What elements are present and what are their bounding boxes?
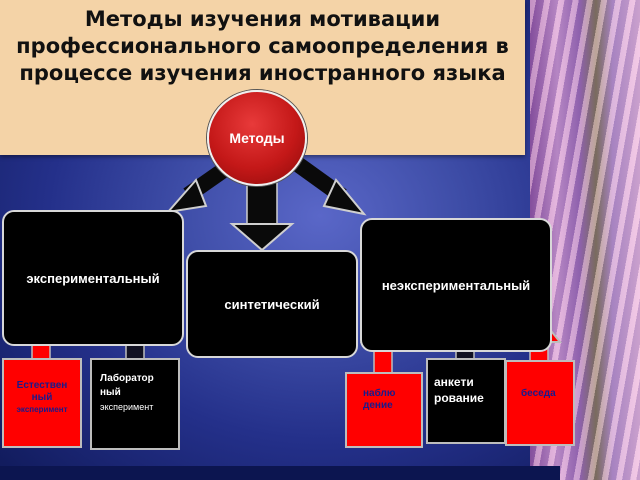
laboratory-line-2: ный xyxy=(100,387,121,398)
nonexperimental-box: неэкспериментальный xyxy=(360,218,552,352)
experimental-label: экспериментальный xyxy=(26,270,160,286)
survey-line-2: рование xyxy=(434,391,484,405)
laboratory-line-3: эксперимент xyxy=(100,402,154,412)
survey-line-1: анкети xyxy=(434,375,474,389)
synthetic-box: синтетический xyxy=(186,250,358,358)
laboratory-experiment-box: Лаборатор ный эксперимент xyxy=(90,358,180,450)
laboratory-line-1: Лаборатор xyxy=(100,373,154,384)
conversation-label: беседа xyxy=(521,388,556,399)
natural-line-3: эксперимент xyxy=(16,405,68,414)
natural-line-1: Естествен xyxy=(16,380,68,391)
natural-line-2: ный xyxy=(31,392,53,403)
bottom-bar xyxy=(0,466,560,480)
observation-line-1: наблю xyxy=(363,388,396,399)
natural-experiment-box: Естествен ный эксперимент xyxy=(2,358,82,448)
slide-title: Методы изучения мотивации профессиональн… xyxy=(16,7,509,85)
synthetic-label: синтетический xyxy=(224,296,320,312)
experimental-box: экспериментальный xyxy=(2,210,184,346)
methods-circle: Методы xyxy=(207,90,307,186)
conversation-box: беседа xyxy=(505,360,575,446)
observation-box: наблю дение xyxy=(345,372,423,448)
survey-box: анкети рование xyxy=(426,358,506,444)
title-panel: Методы изучения мотивации профессиональн… xyxy=(0,0,525,155)
observation-line-2: дение xyxy=(363,400,393,411)
nonexperimental-label: неэкспериментальный xyxy=(381,277,531,293)
arrow-to-nonexperimental xyxy=(287,153,367,216)
